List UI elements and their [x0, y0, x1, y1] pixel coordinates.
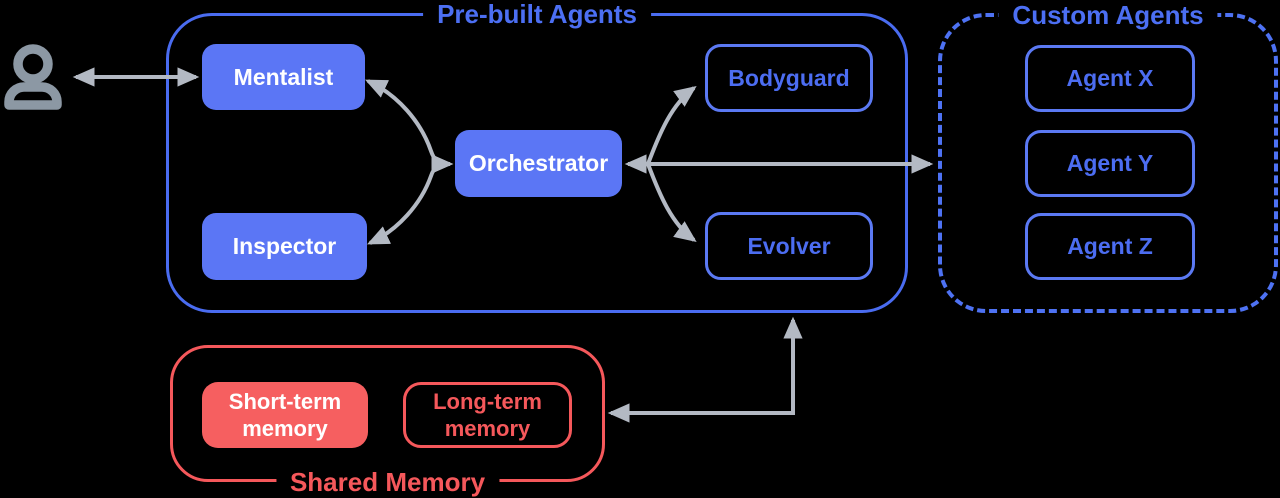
- node-short-term-memory: Short-term memory: [202, 382, 368, 448]
- node-agent-z-label: Agent Z: [1067, 233, 1153, 259]
- node-mentalist: Mentalist: [202, 44, 365, 110]
- node-agent-x: Agent X: [1025, 45, 1195, 112]
- user-icon: [4, 44, 62, 110]
- node-inspector-label: Inspector: [232, 233, 337, 259]
- arrow-prebuilt-shared-memory: [607, 316, 803, 423]
- node-orchestrator-label: Orchestrator: [468, 150, 609, 176]
- prebuilt-agents-title: Pre-built Agents: [423, 0, 651, 28]
- shared-memory-title: Shared Memory: [275, 468, 500, 496]
- node-agent-y-label: Agent Y: [1066, 150, 1154, 176]
- node-agent-x-label: Agent X: [1066, 65, 1154, 91]
- node-agent-y: Agent Y: [1025, 130, 1195, 197]
- custom-agents-title: Custom Agents: [998, 1, 1218, 29]
- node-bodyguard: Bodyguard: [705, 44, 873, 112]
- node-inspector: Inspector: [202, 213, 367, 280]
- node-evolver: Evolver: [705, 212, 873, 280]
- prebuilt-agents-container: Pre-built Agents Mentalist Inspector Orc…: [166, 0, 908, 313]
- node-long-term-memory-label: Long-term memory: [433, 389, 542, 441]
- custom-agents-container: Custom Agents Agent X Agent Y Agent Z: [938, 1, 1278, 313]
- node-evolver-label: Evolver: [747, 232, 831, 259]
- node-agent-z: Agent Z: [1025, 213, 1195, 280]
- node-bodyguard-label: Bodyguard: [728, 64, 850, 91]
- node-orchestrator: Orchestrator: [455, 130, 622, 197]
- node-long-term-memory: Long-term memory: [403, 382, 572, 448]
- node-mentalist-label: Mentalist: [233, 63, 334, 90]
- node-short-term-memory-label: Short-term memory: [228, 389, 342, 441]
- shared-memory-container: Shared Memory Short-term memory Long-ter…: [170, 345, 605, 496]
